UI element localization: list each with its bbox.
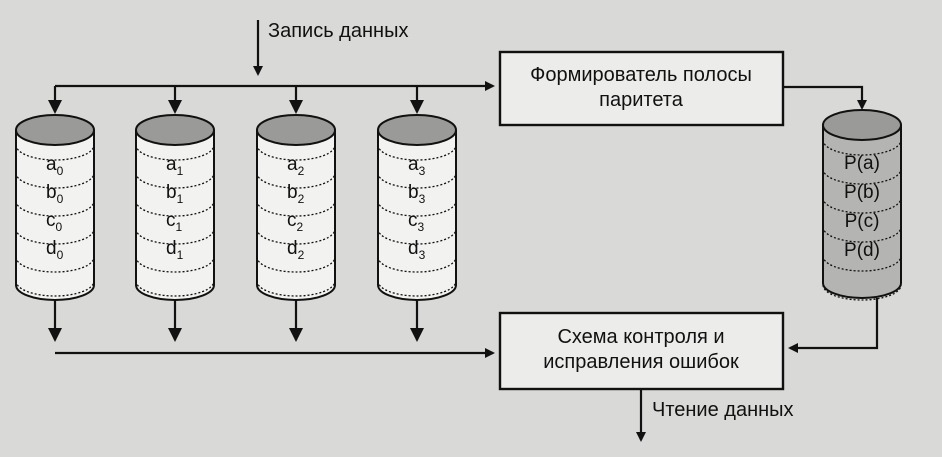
ecc-box — [498, 311, 785, 391]
parity-disk-separator — [822, 284, 902, 301]
disk-0-separator — [15, 256, 95, 273]
disk-1-separator — [135, 144, 215, 161]
parity-disk-body — [822, 125, 902, 299]
parity-block-1: P(b) — [844, 182, 880, 203]
ecc-box-line-2: исправления ошибок — [543, 351, 739, 373]
disk-3-separator — [377, 200, 457, 217]
parity-box-line-1: Формирователь полосы — [530, 64, 752, 86]
parity-disk-separator — [822, 255, 902, 272]
disk-0-separator — [15, 200, 95, 217]
parity-disk-separator — [822, 139, 902, 156]
disk-1-separator — [135, 200, 215, 217]
read-label: Чтение данных — [652, 399, 794, 421]
parity-generator-box — [498, 50, 785, 127]
parity-disk-to-ecc-arrow — [788, 298, 879, 353]
parity-box-line-2: паритета — [599, 89, 684, 111]
disk-0-separator — [15, 144, 95, 161]
parity-block-3: P(d) — [844, 240, 880, 261]
disk-2-separator — [256, 256, 336, 273]
write-label: Запись данных — [268, 20, 408, 42]
disk-2-separator — [256, 200, 336, 217]
disk-2-separator — [256, 280, 336, 297]
disk-2-separator — [256, 172, 336, 189]
parity-disk-separator — [822, 168, 902, 185]
parity-block-2: P(c) — [845, 211, 880, 232]
disk-1-top — [135, 114, 215, 146]
parity-disk-top — [822, 109, 902, 141]
disk-1-separator — [135, 172, 215, 189]
disk-3-separator — [377, 228, 457, 245]
disk-3-top — [377, 114, 457, 146]
disk-1-separator — [135, 256, 215, 273]
ecc-box-line-1: Схема контроля и — [557, 326, 724, 348]
disk-0-separator — [15, 172, 95, 189]
parity-disk: P(a) P(b) P(c) P(d) — [822, 109, 902, 301]
disk-2-separator — [256, 144, 336, 161]
parity-disk-separator — [822, 197, 902, 214]
disk-0-separator — [15, 280, 95, 297]
parity-block-0: P(a) — [844, 153, 880, 174]
disk-2-separator — [256, 228, 336, 245]
disk-3-separator — [377, 144, 457, 161]
disk-3-separator — [377, 280, 457, 297]
disk-3-separator — [377, 172, 457, 189]
disk-1-separator — [135, 228, 215, 245]
disk-1-separator — [135, 280, 215, 297]
parity-disk-separator — [822, 226, 902, 243]
disk-0-separator — [15, 228, 95, 245]
disk-0-top — [15, 114, 95, 146]
disk-2-top — [256, 114, 336, 146]
parity-to-disk-arrow — [783, 85, 867, 110]
disk-3-separator — [377, 256, 457, 273]
